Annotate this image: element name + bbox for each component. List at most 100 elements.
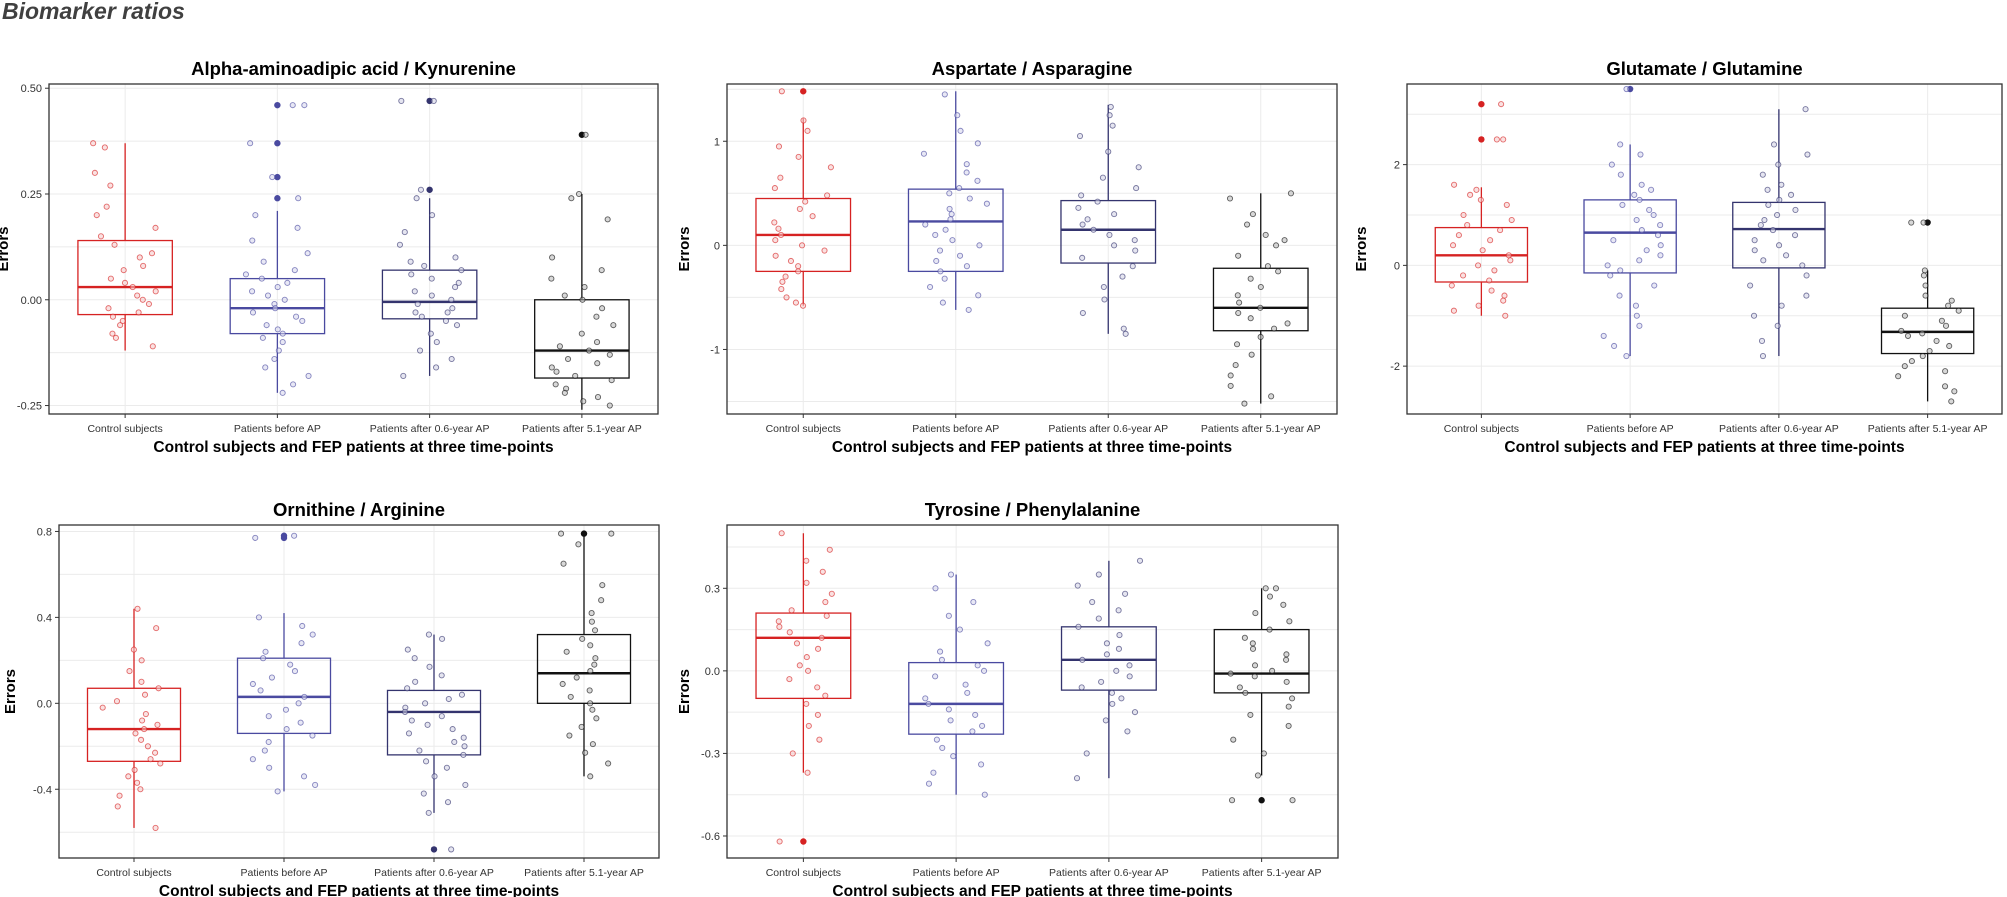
data-point [580,398,587,405]
data-point [933,736,940,743]
data-point [1778,302,1785,309]
data-point [418,313,425,320]
data-point [417,186,424,193]
data-point [974,140,981,147]
data-point [1113,667,1120,674]
plot-background [727,525,1338,858]
data-point [279,389,286,396]
data-point [1908,358,1915,365]
y-tick-label: 0.00 [21,295,42,307]
data-point [1122,590,1129,597]
data-point [145,300,152,308]
data-point [950,753,957,760]
data-point [152,749,159,756]
x-tick-label: Patients after 5.1-year AP [1202,867,1322,879]
data-point [1106,231,1113,238]
data-point [448,296,455,303]
data-point [581,284,588,291]
y-tick-label: 0 [714,240,720,252]
data-point [1758,337,1766,344]
data-point [1475,302,1482,309]
data-point [920,150,927,157]
data-point [1600,332,1607,339]
box [381,269,478,320]
data-point [134,779,141,786]
data-point [283,726,290,733]
data-point [301,693,308,700]
y-axis-label: Errors [0,226,12,271]
data-point [262,648,269,655]
data-point [1275,268,1282,275]
data-point [1608,161,1615,168]
data-point [252,212,259,219]
data-point [1646,206,1653,214]
data-point [411,288,418,295]
data-point [964,689,971,696]
data-point [249,680,256,688]
data-point [778,88,785,95]
data-point [252,534,259,541]
x-tick-label: Patients after 0.6-year AP [1048,423,1168,435]
data-point [1631,191,1638,198]
x-axis-label: Control subjects and FEP patients at thr… [1504,439,1904,456]
data-point [405,730,413,737]
y-tick-label: -0.4 [33,784,52,796]
data-point [1803,292,1810,299]
data-point [949,237,956,244]
data-point [247,140,254,147]
data-point [1073,775,1081,782]
data-point [448,846,455,853]
data-point [1079,221,1086,228]
data-point [249,288,256,295]
data-point [249,237,256,244]
data-point [93,212,100,219]
data-point [291,532,298,539]
data-point [431,773,438,780]
data-point [140,262,147,269]
data-point [1654,232,1662,239]
data-point [425,631,432,638]
data-point [114,803,121,810]
data-point [593,715,600,722]
y-tick-label: 0.0 [705,666,720,678]
data-point [1262,231,1269,238]
data-point [1776,242,1783,249]
data-point [1262,585,1269,592]
data-point [970,599,977,606]
data-point [803,654,810,661]
chart-title: Aspartate / Asparagine [932,58,1133,79]
data-point [795,268,802,275]
data-point [113,698,121,705]
data-point [428,275,435,282]
y-tick-label: 2 [1394,160,1400,172]
data-point [575,541,582,548]
data-point [262,364,269,371]
x-tick-label: Patients after 5.1-year AP [522,423,642,435]
data-point [586,687,593,694]
data-point [1636,196,1643,203]
data-point [793,640,801,647]
data-point [552,381,559,388]
data-point [578,330,585,337]
data-point [1901,363,1908,370]
data-point [1235,309,1242,317]
data-point [1233,341,1241,348]
data-point [261,747,268,754]
data-point [412,309,419,316]
box [1060,199,1157,264]
data-point [414,300,421,308]
data-point [258,275,265,282]
x-axis-label: Control subjects and FEP patients at thr… [832,883,1232,897]
data-point [1508,216,1515,224]
data-point [1500,136,1507,143]
box [1213,628,1310,694]
data-point [453,322,461,329]
data-point [1455,232,1462,239]
data-point [1448,282,1455,289]
y-tick-label: -2 [1390,361,1400,373]
data-point [101,144,108,151]
data-point [592,655,599,662]
data-point [939,744,946,751]
chart-title: Glutamate / Glutamine [1606,58,1802,79]
